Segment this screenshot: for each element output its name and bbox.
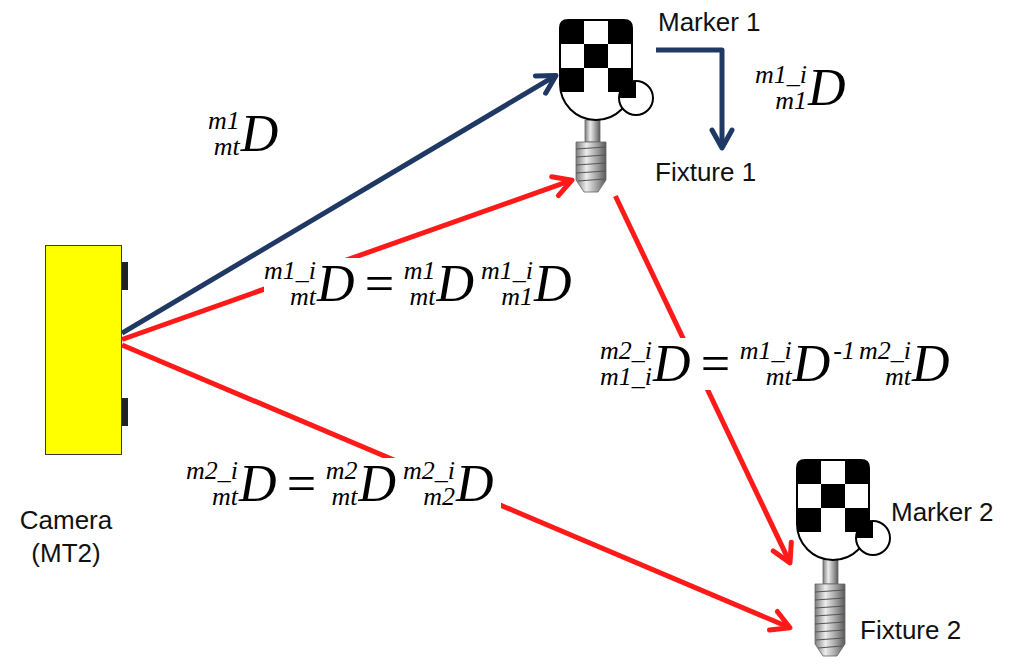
arrow-connector xyxy=(656,50,722,148)
formula-term: m1mtD xyxy=(404,258,477,310)
formula: m2_imtD=m2mtDm2_im2D xyxy=(186,458,501,510)
camera-lens-tab xyxy=(121,262,128,290)
script-column: m2mt xyxy=(326,458,358,510)
formula-symbol: m1_i xyxy=(264,258,316,284)
formula-symbol: mt xyxy=(331,484,357,510)
formula-term: m2_imtD xyxy=(859,338,953,390)
formula: m1mtD xyxy=(208,108,285,160)
marker-node: Marker 1 xyxy=(556,16,656,124)
formula-symbol: D xyxy=(808,62,849,114)
script-column: -1 xyxy=(833,338,855,390)
formula-symbol: = xyxy=(284,458,322,510)
camera-lens-tab xyxy=(121,398,128,426)
script-column: m2_im2 xyxy=(403,458,455,510)
fixture-node: Fixture 1 xyxy=(572,148,772,196)
formula-symbol: D xyxy=(436,258,477,310)
formula-symbol: m1 xyxy=(775,88,807,114)
formula-term: m1mtD xyxy=(208,108,281,160)
formula-term: m1_imtD xyxy=(264,258,358,310)
node-label: Fixture 2 xyxy=(860,614,961,647)
formula-symbol: m2 xyxy=(423,484,455,510)
camera-box: Camera (MT2) xyxy=(45,245,122,455)
formula-symbol: m2_i xyxy=(186,458,238,484)
formula-term: = xyxy=(698,338,736,390)
formula-symbol: D xyxy=(241,108,282,160)
screw-illustration xyxy=(576,120,606,192)
formula: m2_im1_iD=m1_imtD-1m2_imtD xyxy=(600,338,956,390)
fixture-node: Fixture 2 xyxy=(790,562,1010,652)
formula-term: = xyxy=(284,458,322,510)
formula-term: m1_imtD-1 xyxy=(740,338,855,390)
script-column: m1_im1 xyxy=(755,62,807,114)
formula-term: = xyxy=(362,258,400,310)
script-column: m1_imt xyxy=(740,338,792,390)
formula-symbol: = xyxy=(698,338,736,390)
script-column: m1mt xyxy=(404,258,436,310)
formula-symbol: D xyxy=(793,338,834,390)
marker-shape xyxy=(793,456,893,564)
formula-symbol: mt xyxy=(214,134,240,160)
formula-symbol: m2_i xyxy=(600,338,652,364)
formula: m1_imtD=m1mtDm1_im1D xyxy=(264,258,579,310)
script-column: m2_imt xyxy=(859,338,911,390)
script-column: m2_im1_i xyxy=(600,338,652,390)
formula-symbol: = xyxy=(362,258,400,310)
formula-term: m2mtD xyxy=(326,458,399,510)
node-label: Marker 1 xyxy=(658,6,761,39)
connector-group xyxy=(122,50,790,628)
formula-term: m1_im1D xyxy=(481,258,575,310)
formula-symbol: m1_i xyxy=(755,62,807,88)
formula-symbol: mt xyxy=(766,364,792,390)
formula-term: m1_im1D xyxy=(755,62,849,114)
formula-term: m2_im2D xyxy=(403,458,497,510)
formula-symbol: mt xyxy=(212,484,238,510)
formula-symbol: D xyxy=(358,458,399,510)
script-column: m1_imt xyxy=(264,258,316,310)
formula-symbol: m2_i xyxy=(859,338,911,364)
node-label: Fixture 1 xyxy=(655,156,756,189)
formula: m1_im1D xyxy=(755,62,853,114)
marker-node: Marker 2 xyxy=(793,456,893,564)
marker-shape xyxy=(556,16,656,124)
formula-symbol: mt xyxy=(290,284,316,310)
formula-symbol: D xyxy=(653,338,694,390)
arrow-connector xyxy=(122,180,572,339)
formula-symbol: D xyxy=(912,338,953,390)
node-label: Camera (MT2) xyxy=(6,504,126,569)
formula-symbol: m1 xyxy=(501,284,533,310)
formula-symbol: m1_i xyxy=(481,258,533,284)
formula-symbol: m1 xyxy=(208,108,240,134)
script-column: m1_im1 xyxy=(481,258,533,310)
formula-symbol: m1_i xyxy=(600,364,652,390)
node-label: Marker 2 xyxy=(891,496,994,529)
formula-term: m2_imtD xyxy=(186,458,280,510)
formula-symbol: D xyxy=(239,458,280,510)
formula-symbol: mt xyxy=(409,284,435,310)
formula-symbol: mt xyxy=(885,364,911,390)
formula-symbol: D xyxy=(456,458,497,510)
formula-symbol: D xyxy=(534,258,575,310)
screw-illustration xyxy=(815,558,845,656)
script-column: m2_imt xyxy=(186,458,238,510)
formula-symbol: m2 xyxy=(326,458,358,484)
formula-symbol: D xyxy=(317,258,358,310)
formula-term: m2_im1_iD xyxy=(600,338,694,390)
formula-symbol: m1 xyxy=(404,258,436,284)
formula-symbol: -1 xyxy=(833,338,855,364)
formula-symbol: m2_i xyxy=(403,458,455,484)
formula-symbol: m1_i xyxy=(740,338,792,364)
script-column: m1mt xyxy=(208,108,240,160)
